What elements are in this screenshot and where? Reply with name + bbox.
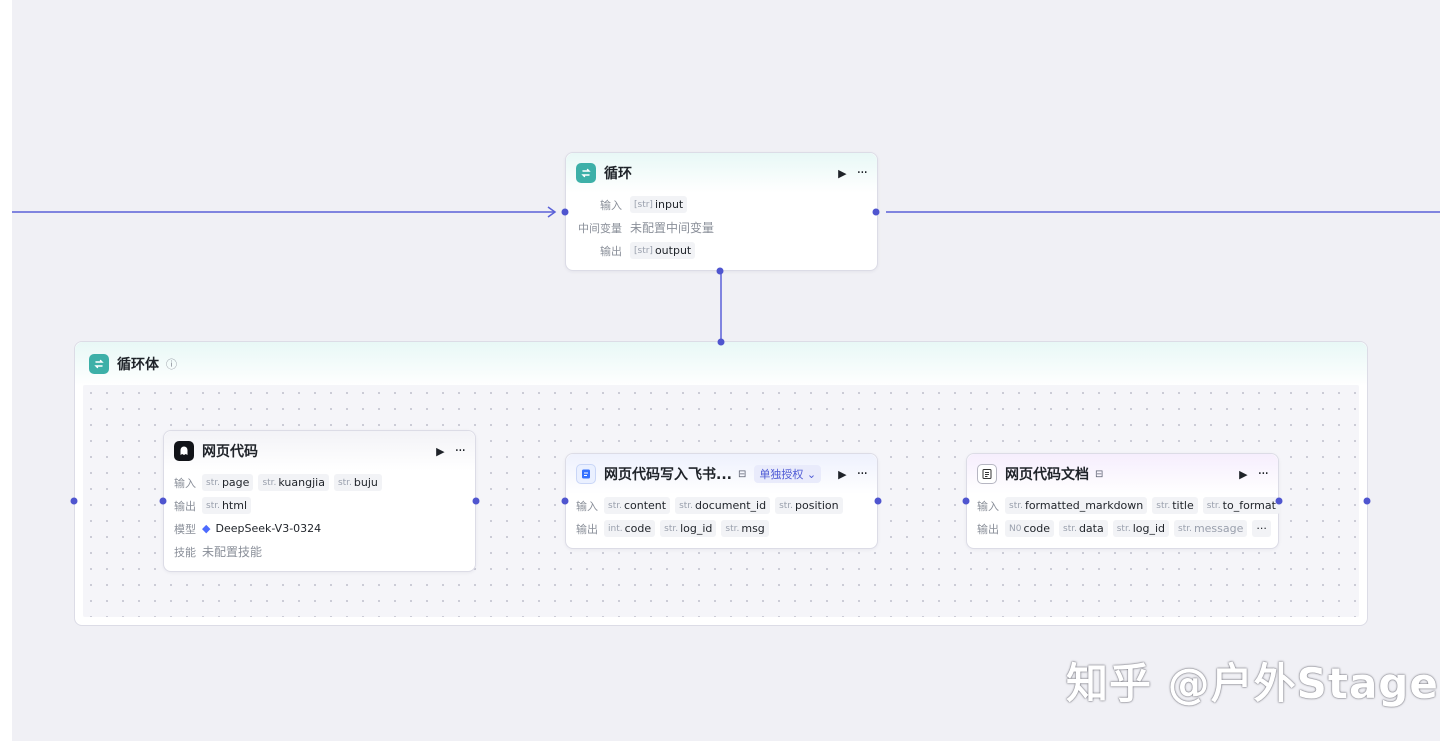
llm-node[interactable]: 网页代码 ▶ ··· 输入 str.page str.kuangjia str.… [163, 430, 476, 572]
loop-mid-row: 中间变量 未配置中间变量 [566, 216, 877, 239]
param-tag: int.code [604, 520, 656, 537]
play-icon[interactable]: ▶ [436, 444, 445, 458]
arrowhead [547, 206, 557, 218]
feishu-plugin-node[interactable]: 网页代码写入飞书... ⊟ 单独授权 ⌄ ▶ ··· 输入 str.conten… [565, 453, 878, 549]
param-tag: str.formatted_markdown [1005, 497, 1148, 514]
param-tag: str.buju [333, 474, 382, 491]
loop-output-tag: [str]output [630, 242, 696, 259]
param-tag: str.log_id [1112, 520, 1169, 537]
param-tag: str.data [1059, 520, 1108, 537]
param-tag: str.kuangjia [258, 474, 329, 491]
output-label: 输出 [576, 522, 598, 536]
port-handle [561, 497, 569, 505]
model-value: ◆DeepSeek-V3-0324 [202, 522, 322, 535]
watermark: 知乎 @户外Stage [1066, 659, 1439, 708]
param-tag: str.html [202, 497, 252, 514]
model-label: 模型 [174, 522, 196, 536]
loop-arrows-icon [576, 163, 596, 183]
loop-node-header: 循环 ▶ ··· [566, 153, 877, 193]
input-label: 输入 [600, 198, 622, 212]
input-label: 输入 [576, 499, 598, 513]
port-handle [159, 497, 167, 505]
port-handle [561, 208, 569, 216]
output-label: 输出 [174, 499, 196, 513]
loop-body-header: 循环体 ⓘ [75, 342, 1367, 386]
param-tag: str.title [1152, 497, 1198, 514]
param-tag: str.log_id [660, 520, 717, 537]
port-handle [1363, 497, 1371, 505]
deepseek-whale-icon: ◆ [202, 522, 211, 535]
document-icon [977, 464, 997, 484]
param-tag: str.message [1174, 520, 1248, 537]
more-dots-icon[interactable]: ··· [856, 466, 868, 482]
ghost-icon [174, 441, 194, 461]
llm-input-row: 输入 str.page str.kuangjia str.buju [164, 471, 475, 494]
feishu-input-row: 输入 str.content str.document_id str.posit… [566, 494, 877, 517]
more-dots-icon[interactable]: ··· [1257, 466, 1269, 482]
feishu-node-title: 网页代码写入飞书... [604, 467, 732, 483]
llm-node-title: 网页代码 [202, 444, 258, 460]
loop-output-row: 输出 [str]output [566, 239, 877, 262]
more-dots-icon[interactable]: ··· [454, 443, 466, 459]
doc-input-row: 输入 str.formatted_markdown str.title str.… [967, 494, 1280, 517]
port-handle [962, 497, 970, 505]
feishu-node-header: 网页代码写入飞书... ⊟ 单独授权 ⌄ ▶ ··· [566, 454, 877, 494]
skill-value: 未配置技能 [202, 545, 263, 559]
loop-body-title: 循环体 [117, 357, 159, 373]
param-tag: str.to_format [1202, 497, 1280, 514]
port-handle [472, 497, 480, 505]
port-handle [717, 338, 725, 346]
more-dots-icon[interactable]: ··· [856, 165, 868, 181]
llm-output-row: 输出 str.html [164, 494, 475, 517]
param-tag: str.position [775, 497, 843, 514]
play-icon[interactable]: ▶ [838, 166, 847, 180]
feishu-output-row: 输出 int.code str.log_id str.msg [566, 517, 877, 540]
input-label: 输入 [174, 476, 196, 490]
loop-input-row: 输入 [str]input [566, 193, 877, 216]
play-icon[interactable]: ▶ [1239, 467, 1248, 481]
output-label: 输出 [600, 244, 622, 258]
play-icon[interactable]: ▶ [838, 467, 847, 481]
plugin-store-icon: ⊟ [737, 468, 747, 480]
input-label: 输入 [977, 499, 999, 513]
mid-value: 未配置中间变量 [630, 221, 715, 235]
info-icon[interactable]: ⓘ [166, 358, 177, 371]
output-label: 输出 [977, 522, 999, 536]
param-tag: str.document_id [675, 497, 771, 514]
port-handle [716, 267, 724, 275]
port-handle [70, 497, 78, 505]
param-tag: str.page [202, 474, 254, 491]
auth-badge[interactable]: 单独授权 ⌄ [754, 465, 822, 483]
plugin-store-icon: ⊟ [1095, 468, 1104, 480]
port-handle [872, 208, 880, 216]
doc-node[interactable]: 网页代码文档 ⊟ ▶ ··· 输入 str.formatted_markdown… [966, 453, 1280, 549]
loop-arrows-icon [89, 354, 109, 374]
doc-node-header: 网页代码文档 ⊟ ▶ ··· [967, 454, 1278, 494]
param-tag: str.content [604, 497, 671, 514]
doc-node-title: 网页代码文档 [1005, 467, 1089, 483]
mid-label: 中间变量 [578, 221, 622, 235]
loop-input-tag: [str]input [630, 196, 688, 213]
more-params-button[interactable]: ··· [1252, 520, 1271, 537]
param-tag: str.msg [721, 520, 769, 537]
llm-model-row: 模型 ◆DeepSeek-V3-0324 [164, 517, 475, 540]
llm-node-header: 网页代码 ▶ ··· [164, 431, 475, 471]
left-panel-edge [0, 0, 12, 741]
skill-label: 技能 [174, 545, 196, 559]
port-handle [1275, 497, 1283, 505]
loop-node-title: 循环 [604, 166, 632, 182]
feishu-doc-icon [576, 464, 596, 484]
port-handle [874, 497, 882, 505]
llm-skill-row: 技能 未配置技能 [164, 540, 475, 563]
